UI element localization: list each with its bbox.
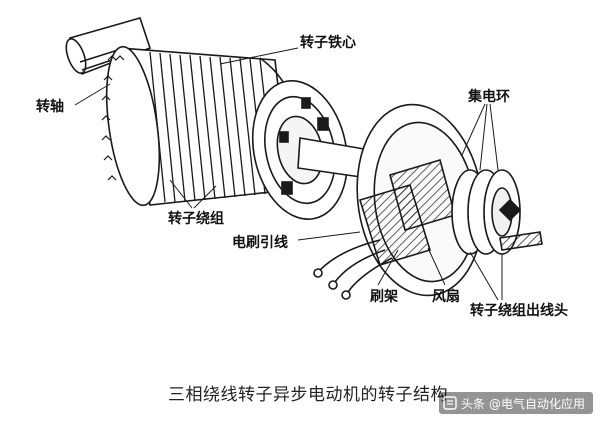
leader-lines bbox=[74, 47, 503, 301]
watermark: 头条 @电气自动化应用 bbox=[439, 392, 594, 414]
slip-rings bbox=[451, 169, 543, 255]
shaft-left bbox=[65, 17, 152, 76]
label-fan: 风扇 bbox=[432, 289, 460, 305]
slip-ring-assembly bbox=[356, 103, 484, 297]
label-rotor-core: 转子铁心 bbox=[300, 35, 356, 51]
figure-caption: 三相绕线转子异步电动机的转子结构 bbox=[168, 385, 448, 405]
toutiao-logo-icon bbox=[443, 396, 457, 410]
label-brush-leads: 电刷引线 bbox=[232, 235, 288, 251]
core-teeth bbox=[101, 55, 125, 181]
watermark-prefix: 头条 bbox=[461, 396, 486, 411]
label-shaft: 转轴 bbox=[36, 99, 64, 115]
brush-leads bbox=[313, 239, 393, 300]
label-brush-holder: 刷架 bbox=[370, 289, 398, 305]
label-rotor-winding: 转子绕组 bbox=[168, 211, 224, 227]
label-slip-rings: 集电环 bbox=[468, 89, 510, 105]
watermark-account: @电气自动化应用 bbox=[489, 396, 586, 411]
label-winding-terminals: 转子绕组出线头 bbox=[470, 303, 568, 319]
